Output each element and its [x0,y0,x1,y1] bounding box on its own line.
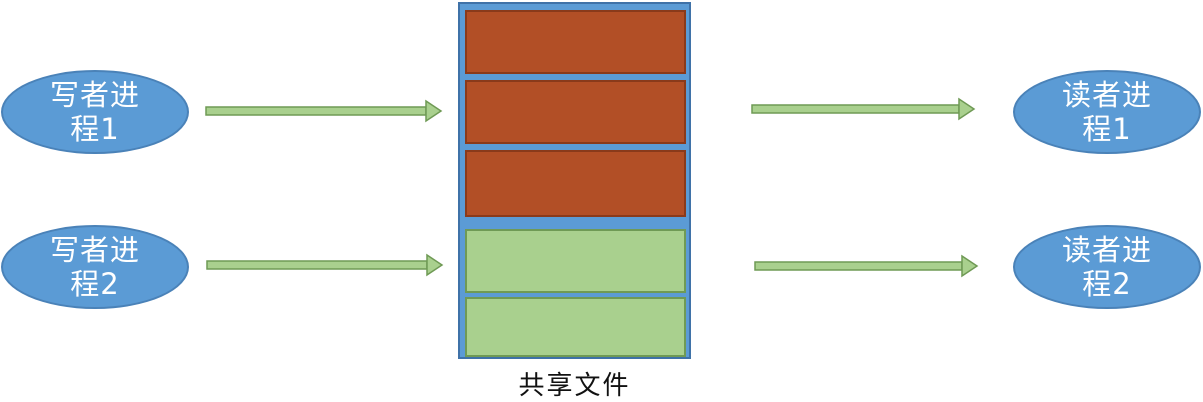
reader-process-1-label: 读者进程1 [1061,78,1152,146]
file-block-1 [465,10,686,74]
arrow-file-to-reader2 [754,254,979,278]
file-block-4 [465,229,686,293]
reader-process-1: 读者进程1 [1013,70,1201,154]
reader-process-2-label: 读者进程2 [1061,233,1152,301]
writer-process-1: 写者进程1 [1,70,189,154]
arrow-file-to-reader1 [751,97,976,121]
writer-process-1-label: 写者进程1 [49,78,140,146]
writer-process-2: 写者进程2 [1,225,189,309]
writer-process-2-label: 写者进程2 [49,233,140,301]
shared-file-label: 共享文件 [518,371,631,401]
file-block-2 [465,80,686,144]
arrow-writer2-to-file [206,253,444,277]
reader-process-2: 读者进程2 [1013,225,1201,309]
shared-file-container [458,2,691,359]
arrow-writer1-to-file [205,99,443,123]
file-block-5 [465,297,686,357]
file-block-3 [465,150,686,217]
